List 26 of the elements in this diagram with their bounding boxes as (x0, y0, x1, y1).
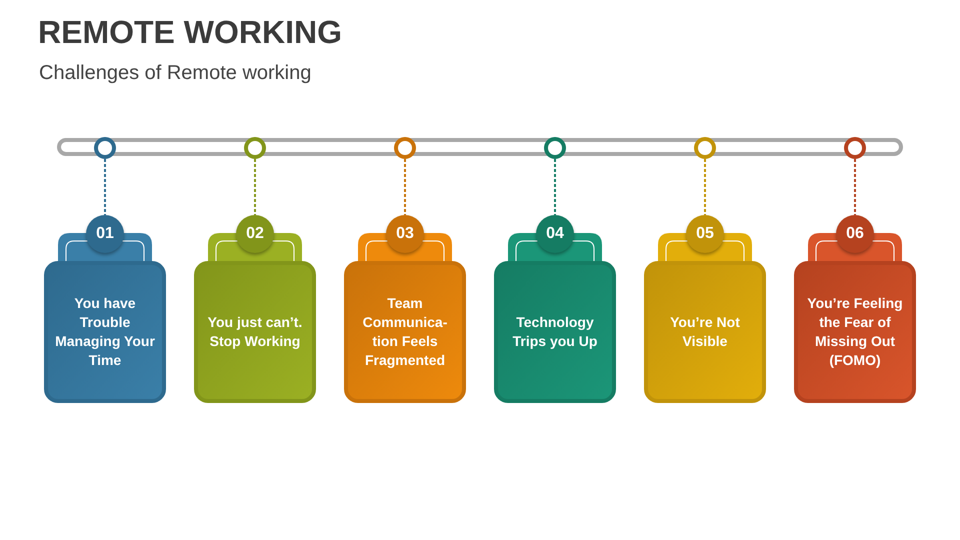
dashed-connector (704, 159, 706, 215)
step-number: 01 (86, 215, 124, 253)
card-text: You have Trouble Managing Your Time (54, 294, 156, 370)
timeline-marker (94, 137, 116, 159)
timeline-marker (394, 137, 416, 159)
timeline-marker (694, 137, 716, 159)
card-text: You’re Not Visible (669, 313, 741, 351)
timeline-marker (844, 137, 866, 159)
dashed-connector (854, 159, 856, 215)
step-number: 02 (236, 215, 274, 253)
dashed-connector (404, 159, 406, 215)
step-number: 05 (686, 215, 724, 253)
step-number: 04 (536, 215, 574, 253)
step-number: 06 (836, 215, 874, 253)
card-text: You’re Feeling the Fear of Missing Out (FOMO) (806, 294, 904, 370)
dashed-connector (554, 159, 556, 215)
timeline-marker (244, 137, 266, 159)
subtitle: Challenges of Remote working (39, 62, 312, 85)
card-text: Team Communica- tion Feels Fragmented (362, 294, 448, 370)
dashed-connector (254, 159, 256, 215)
title: REMOTE WORKING (38, 14, 342, 51)
step-number: 03 (386, 215, 424, 253)
timeline-marker (544, 137, 566, 159)
card-text: You just can’t. Stop Working (206, 313, 304, 351)
dashed-connector (104, 159, 106, 215)
card-text: Technology Trips you Up (512, 313, 598, 351)
